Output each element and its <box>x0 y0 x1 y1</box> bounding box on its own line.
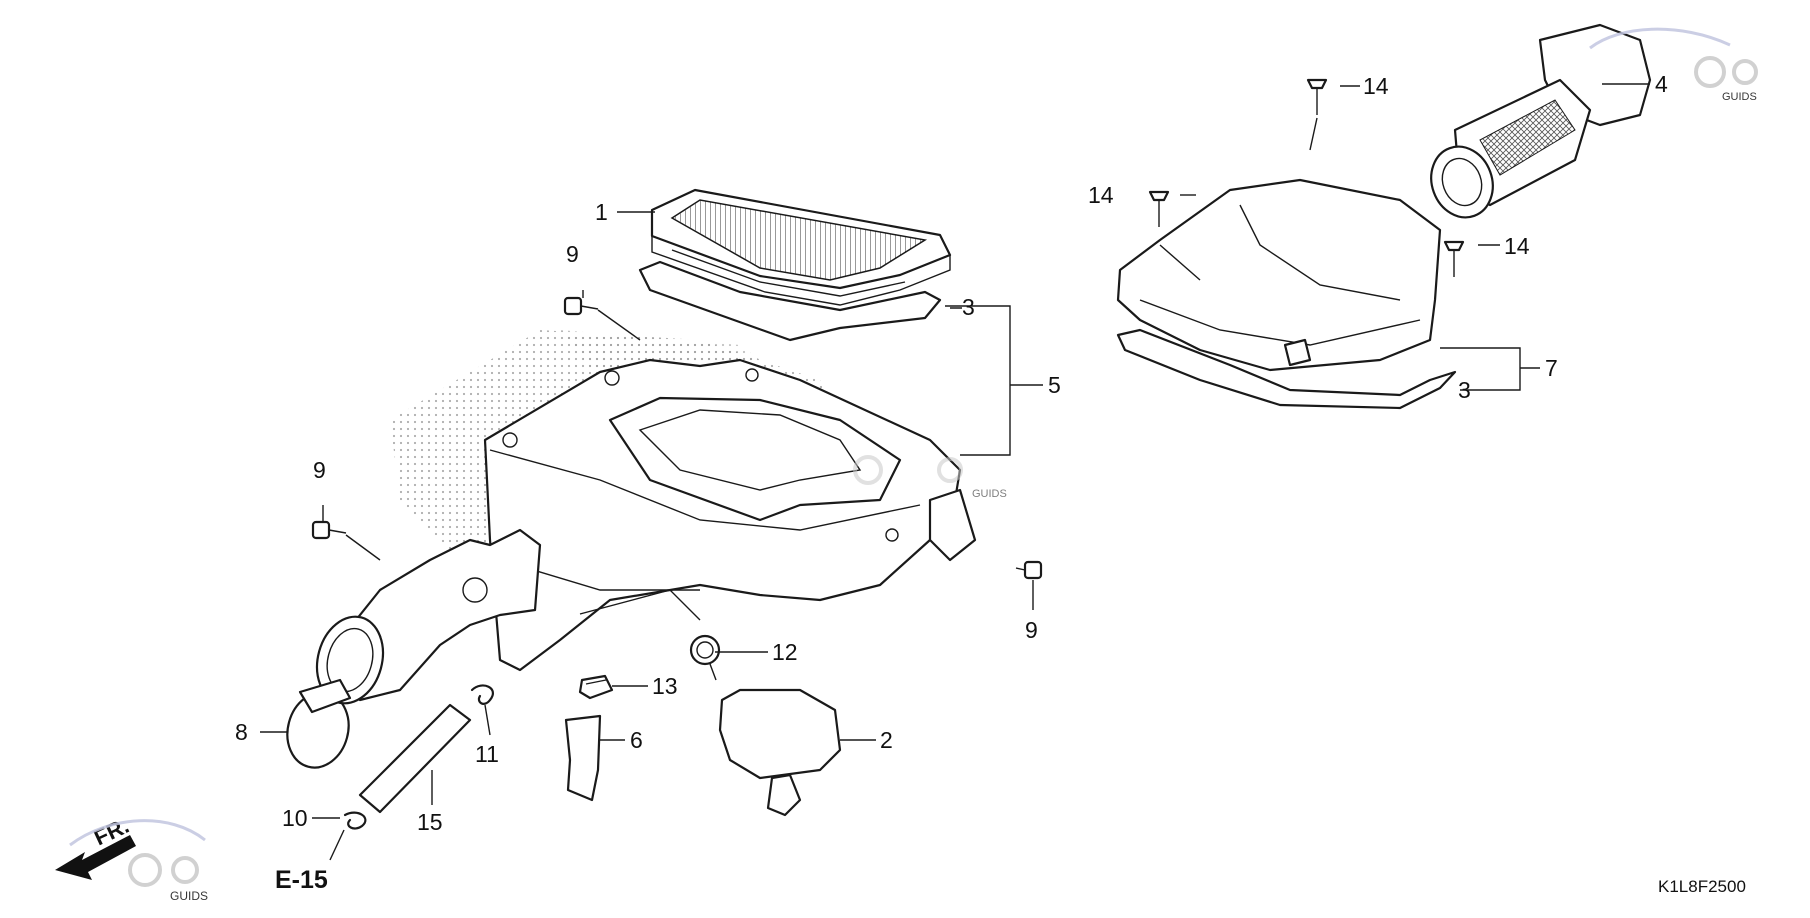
callout-14-right: 14 <box>1504 233 1530 259</box>
shading-2 <box>560 330 760 380</box>
callout-14-top: 14 <box>1363 73 1389 99</box>
gasket-upper <box>1116 328 1457 410</box>
hose-clamp-8 <box>286 678 352 769</box>
callout-1: 1 <box>595 199 608 225</box>
hose-15 <box>358 703 472 814</box>
callout-8: 8 <box>235 719 248 745</box>
clip-10 <box>343 811 367 830</box>
watermark-word: GUIDS <box>972 488 1007 500</box>
callout-7: 7 <box>1545 355 1558 381</box>
intake-duct-4 <box>1430 23 1652 219</box>
drain-cap-2 <box>718 688 842 817</box>
callouts: 1 3 5 9 9 9 12 13 6 2 8 11 15 10 14 14 1… <box>235 71 1668 835</box>
screw-14-right <box>1443 240 1465 277</box>
callout-12: 12 <box>772 639 798 665</box>
callout-4: 4 <box>1655 71 1668 97</box>
watermark-word: GUIDS <box>170 889 208 903</box>
callout-10: 10 <box>282 805 308 831</box>
air-filter-element <box>650 188 952 306</box>
callout-2: 2 <box>880 727 893 753</box>
clip-13 <box>578 674 614 700</box>
callout-6: 6 <box>630 727 643 753</box>
air-cleaner-housing <box>483 358 977 672</box>
gasket-lower <box>638 260 942 342</box>
reference-label: E-15 <box>275 866 328 894</box>
bolt-9-left <box>311 520 347 540</box>
drain-tube-6 <box>564 714 602 802</box>
leader-lines <box>260 83 1650 861</box>
callout-9-top: 9 <box>566 241 579 267</box>
diagram-code: K1L8F2500 <box>1658 877 1746 896</box>
bolt-9-right <box>1015 560 1043 580</box>
screw-14-top <box>1306 78 1328 115</box>
clip-11 <box>470 684 494 705</box>
callout-14-left: 14 <box>1088 182 1114 208</box>
callout-5: 5 <box>1048 372 1061 398</box>
bolt-9-top <box>563 296 599 316</box>
callout-9-left: 9 <box>313 457 326 483</box>
callout-3-main: 3 <box>962 294 975 320</box>
intake-tube <box>315 528 542 705</box>
watermark-top-right: GUIDS <box>1589 27 1758 103</box>
clamp-12 <box>689 634 721 681</box>
watermark-bottom-left: GUIDS <box>69 819 208 903</box>
callout-11: 11 <box>475 741 499 767</box>
air-cleaner-cover-7 <box>1116 178 1442 372</box>
callout-13: 13 <box>652 673 678 699</box>
callout-9-right: 9 <box>1025 617 1038 643</box>
watermark-center: GUIDS <box>853 455 1007 500</box>
callout-3-cover: 3 <box>1458 377 1471 403</box>
screw-14-left <box>1148 190 1170 227</box>
callout-15: 15 <box>417 809 443 835</box>
watermark-word: GUIDS <box>1722 91 1757 103</box>
